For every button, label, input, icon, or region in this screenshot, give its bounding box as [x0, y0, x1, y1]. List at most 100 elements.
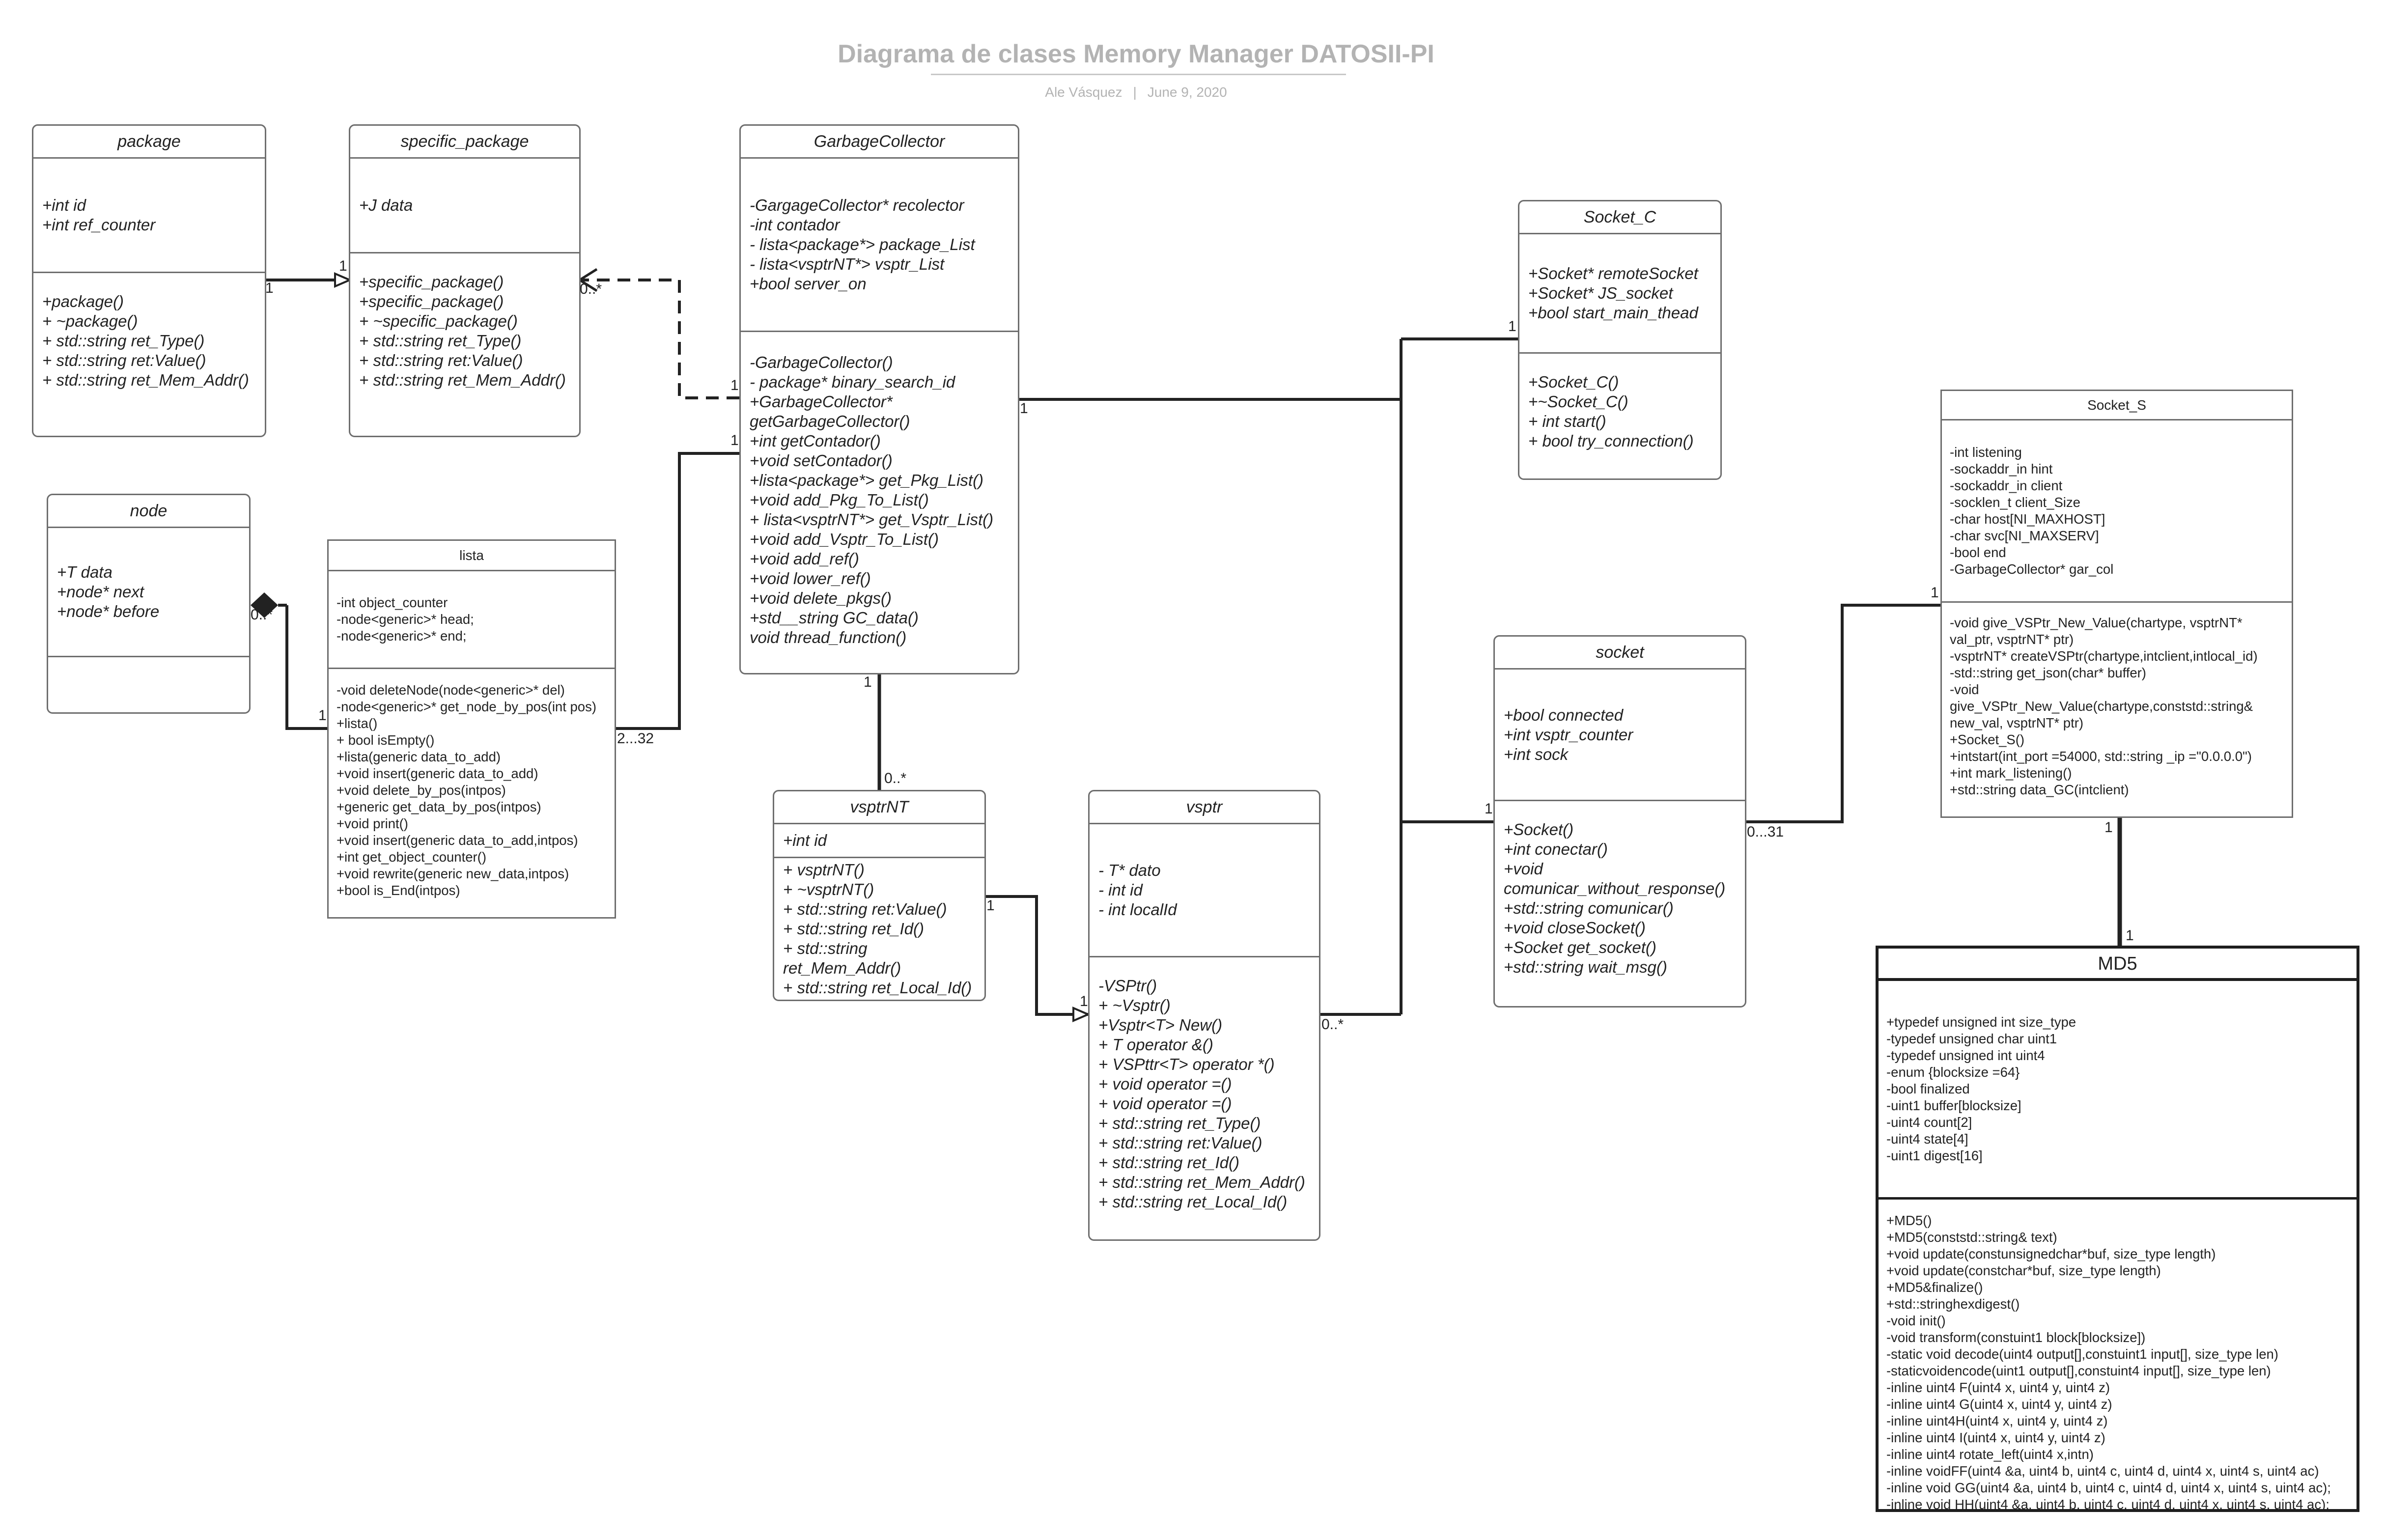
member-line: +void add_ref(): [750, 550, 859, 568]
attributes-section: +bool connected+int vsptr_counter+int so…: [1495, 670, 1745, 800]
member-line: -void init(): [1886, 1313, 1946, 1328]
composition-diamond: [251, 592, 278, 618]
member-line: + std::string ret_Type(): [1098, 1114, 1261, 1132]
methods-section: +Socket_C()+~Socket_C()+ int start()+ bo…: [1519, 352, 1720, 451]
multiplicity-label: 2...32: [617, 730, 654, 747]
subtitle-separator: |: [1133, 84, 1137, 100]
methods-section: -VSPtr()+ ~Vsptr()+Vsptr<T> New()+ T ope…: [1090, 956, 1319, 1212]
member-line: + bool try_connection(): [1528, 432, 1694, 450]
member-line: +void: [1504, 860, 1543, 878]
member-line: + bool isEmpty(): [337, 732, 435, 748]
multiplicity-label: 1: [339, 258, 347, 274]
member-line: +bool server_on: [750, 275, 867, 293]
member-line: +void delete_by_pos(intpos): [337, 783, 506, 798]
class-garbage-collector[interactable]: GarbageCollector -GargageCollector* reco…: [739, 124, 1019, 674]
class-node[interactable]: node +T data+node* next+node* before: [47, 494, 251, 714]
class-lista[interactable]: lista -int object_counter-node<generic>*…: [327, 539, 616, 919]
attributes-section: -int object_counter-node<generic>* head;…: [329, 571, 615, 668]
member-line: + std::string ret:Value(): [1098, 1134, 1263, 1152]
member-line: +void lower_ref(): [750, 569, 871, 588]
member-line: +MD5(): [1886, 1213, 1932, 1228]
attributes-section: +Socket* remoteSocket+Socket* JS_socket+…: [1519, 234, 1720, 352]
member-line: +void insert(generic data_to_add): [337, 766, 538, 781]
member-line: + vsptrNT(): [783, 861, 865, 879]
diagram-title: Diagrama de clases Memory Manager DATOSI…: [838, 40, 1434, 68]
class-specific-package[interactable]: specific_package +J data +specific_packa…: [349, 124, 581, 437]
member-line: -uint4 count[2]: [1886, 1115, 1972, 1130]
member-line: + void operator =(): [1098, 1094, 1232, 1113]
member-line: +Vsptr<T> New(): [1098, 1016, 1223, 1034]
gc-to-specific-package-dashed-line: [580, 279, 739, 399]
member-line: -node<generic>* end;: [337, 628, 467, 644]
class-socket-s[interactable]: Socket_S -int listening-sockaddr_in hint…: [1940, 390, 2293, 818]
class-package[interactable]: package +int id+int ref_counter +package…: [32, 124, 266, 437]
member-line: -typedef unsigned int uint4: [1886, 1048, 2045, 1063]
member-line: -typedef unsigned char uint1: [1886, 1031, 2057, 1046]
attributes-section: +T data+node* next+node* before: [48, 528, 249, 656]
member-line: -std::string get_json(char* buffer): [1950, 665, 2146, 680]
class-name: Socket_C: [1519, 201, 1720, 234]
multiplicity-label: 0..*: [251, 607, 273, 623]
class-vsptrnt[interactable]: vsptrNT +int id + vsptrNT()+ ~vsptrNT()+…: [773, 790, 986, 1001]
member-line: - lista<vsptrNT*> vsptr_List: [750, 255, 945, 273]
member-line: - lista<package*> package_List: [750, 235, 975, 253]
member-line: -inline voidFF(uint4 &a, uint4 b, uint4 …: [1886, 1463, 2319, 1479]
multiplicity-label: 1: [986, 897, 995, 914]
multiplicity-label: 1: [2126, 927, 2134, 944]
member-line: + std::string ret_Mem_Addr(): [359, 371, 566, 389]
member-line: +int vsptr_counter: [1504, 725, 1633, 744]
multiplicity-label: 0..*: [1321, 1016, 1344, 1033]
member-line: +void closeSocket(): [1504, 919, 1646, 937]
member-line: -inline uint4 F(uint4 x, uint4 y, uint4 …: [1886, 1380, 2110, 1395]
class-name: node: [48, 495, 249, 528]
member-line: +~Socket_C(): [1528, 392, 1628, 411]
member-line: +std__string GC_data(): [750, 609, 919, 627]
class-socket[interactable]: socket +bool connected+int vsptr_counter…: [1493, 635, 1746, 1008]
methods-section: -void give_VSPtr_New_Value(chartype, vsp…: [1942, 601, 2292, 798]
methods-section: +package()+ ~package()+ std::string ret_…: [33, 272, 265, 390]
multiplicity-label: 1: [1508, 318, 1516, 335]
member-line: -GarbageCollector* gar_col: [1950, 561, 2114, 577]
member-line: + std::string ret_Mem_Addr(): [42, 371, 249, 389]
member-line: +T data: [57, 563, 112, 581]
member-line: void thread_function(): [750, 628, 907, 646]
author-name: Ale Vásquez: [1045, 84, 1122, 100]
member-line: +void setContador(): [750, 451, 893, 470]
member-line: -char host[NI_MAXHOST]: [1950, 511, 2105, 527]
member-line: +J data: [359, 196, 413, 214]
member-line: +void add_Pkg_To_List(): [750, 491, 929, 509]
member-line: ret_Mem_Addr(): [783, 959, 901, 977]
member-line: -inline uint4 G(uint4 x, uint4 y, uint4 …: [1886, 1397, 2112, 1412]
member-line: give_VSPtr_New_Value(chartype,conststd::…: [1950, 699, 2253, 714]
diagram-date: June 9, 2020: [1147, 84, 1227, 100]
class-md5[interactable]: MD5 +typedef unsigned int size_type-type…: [1876, 946, 2359, 1512]
attributes-section: - T* dato- int id- int localId: [1090, 824, 1319, 956]
member-line: + std::string ret_Id(): [1098, 1153, 1240, 1172]
member-line: -VSPtr(): [1098, 977, 1157, 995]
member-line: -vsptrNT* createVSPtr(chartype,intclient…: [1950, 648, 2258, 664]
member-line: +generic get_data_by_pos(intpos): [337, 799, 541, 814]
member-line: + ~package(): [42, 312, 138, 330]
member-line: -inline void GG(uint4 &a, uint4 b, uint4…: [1886, 1480, 2331, 1495]
member-line: +int id: [783, 831, 827, 849]
member-line: +int conectar(): [1504, 840, 1608, 858]
member-line: +node* before: [57, 602, 160, 620]
member-line: +Socket get_socket(): [1504, 938, 1656, 956]
methods-section: +specific_package()+specific_package()+ …: [350, 252, 579, 390]
class-vsptr[interactable]: vsptr - T* dato- int id- int localId -VS…: [1088, 790, 1320, 1241]
member-line: +void insert(generic data_to_add,intpos): [337, 833, 578, 848]
member-line: +int getContador(): [750, 432, 881, 450]
class-name: lista: [329, 541, 615, 571]
multiplicity-label: 1: [1931, 585, 1939, 601]
member-line: +int ref_counter: [42, 216, 156, 234]
multiplicity-label: 1: [265, 280, 274, 296]
member-line: -static void decode(uint4 output[],const…: [1886, 1346, 2278, 1362]
multiplicity-label: 1: [2104, 819, 2113, 836]
member-line: +void print(): [337, 816, 408, 831]
member-line: + std::string: [783, 939, 868, 957]
member-line: +typedef unsigned int size_type: [1886, 1014, 2076, 1030]
member-line: + std::string ret_Local_Id(): [783, 979, 972, 997]
class-socket-c[interactable]: Socket_C +Socket* remoteSocket+Socket* J…: [1518, 200, 1722, 480]
